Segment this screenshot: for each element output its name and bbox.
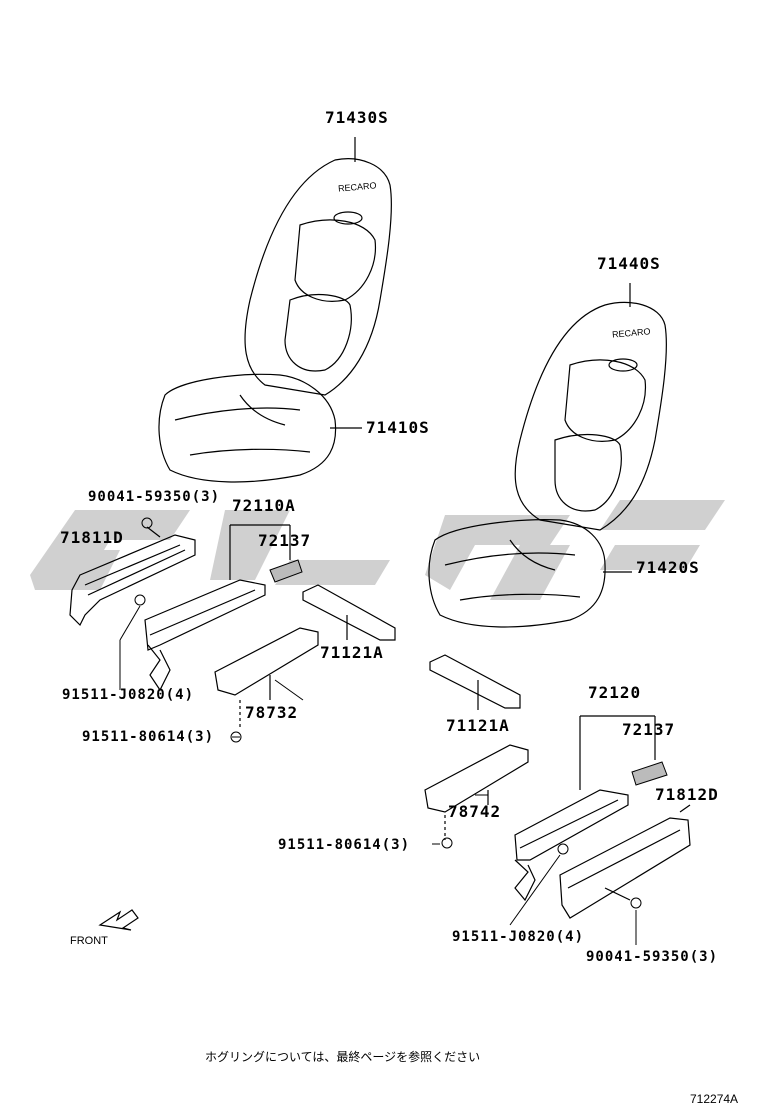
label-seat-back-left: 71430S (325, 108, 389, 127)
label-shield-right: 71812D (655, 785, 719, 804)
label-shield-left: 71811D (60, 528, 124, 547)
label-seat-back-right: 71440S (597, 254, 661, 273)
label-screw-s-left: 90041-59350(3) (88, 489, 221, 505)
bolt-lines-left (119, 517, 242, 743)
front-label: FRONT (70, 935, 108, 947)
cushion-right (428, 519, 632, 628)
cover-left (269, 559, 303, 583)
reference-code: 712274A (690, 1092, 739, 1106)
seat-back-right (514, 283, 667, 531)
leader-lines (232, 679, 637, 945)
label-bracket-right: 71121A (446, 716, 510, 735)
cover-right (631, 761, 668, 786)
label-screw-s-right: 90041-59350(3) (586, 949, 719, 965)
label-cover-right: 72137 (622, 720, 676, 739)
shield-left (69, 526, 196, 627)
label-bolt-b-left: 91511-J0820(4) (62, 687, 195, 703)
label-cover-left: 72137 (258, 531, 312, 550)
label-cushion-right: 71420S (636, 558, 700, 577)
label-adjuster-left: 72110A (232, 496, 296, 515)
adjuster-left (144, 524, 291, 692)
label-cushion-left: 71410S (366, 418, 430, 437)
shield-right (559, 804, 691, 919)
cushion-left (158, 373, 362, 483)
watermark-logo (30, 500, 725, 600)
rail-left (214, 627, 319, 730)
front-arrow-icon (98, 909, 139, 931)
label-bolt-rail-left: 91511-80614(3) (82, 729, 215, 745)
bracket-left (302, 584, 396, 641)
label-rail-right: 78742 (448, 802, 502, 821)
rail-right (424, 744, 529, 840)
label-bolt-rail-right: 91511-80614(3) (278, 837, 411, 853)
bolt-lines-right (441, 837, 642, 926)
seat-back-left (244, 137, 392, 396)
hog-ring-note: ホグリングについては、最終ページを参照ください (205, 1050, 481, 1064)
label-bracket-left: 71121A (320, 643, 384, 662)
label-rail-left: 78732 (245, 703, 299, 722)
adjuster-right (514, 715, 656, 902)
label-adjuster-right: 72120 (588, 683, 642, 702)
bracket-right (429, 654, 521, 710)
label-bolt-b-right: 91511-J0820(4) (452, 929, 585, 945)
